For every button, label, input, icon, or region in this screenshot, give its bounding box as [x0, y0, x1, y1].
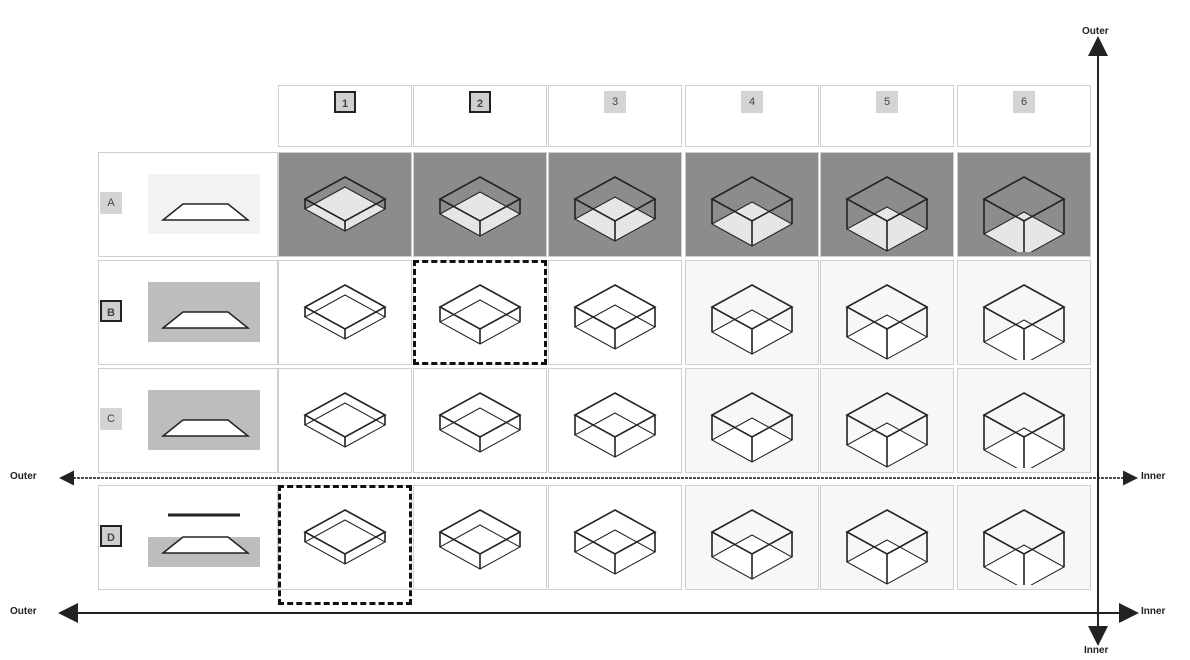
section-sketch	[148, 390, 260, 450]
enclosure-drawing	[832, 157, 942, 252]
row-label: B	[100, 300, 122, 322]
section-sketch	[148, 174, 260, 234]
enclosure-drawing	[425, 490, 535, 585]
enclosure-drawing	[697, 490, 807, 585]
enclosure-drawing	[425, 373, 535, 468]
axis-label-outer-left: Outer	[10, 606, 37, 617]
column-label: 5	[876, 91, 898, 113]
axis-label-inner-bottom: Inner	[1084, 645, 1108, 656]
enclosure-drawing	[560, 373, 670, 468]
enclosure-drawing	[560, 490, 670, 585]
column-label: 3	[604, 91, 626, 113]
row-label: A	[100, 192, 122, 214]
enclosure-drawing	[560, 157, 670, 252]
section-sketch	[148, 507, 260, 567]
column-label: 2	[469, 91, 491, 113]
column-label: 4	[741, 91, 763, 113]
enclosure-drawing	[697, 373, 807, 468]
dotted-axis-label-outer-left: Outer	[10, 471, 37, 482]
enclosure-drawing	[560, 265, 670, 360]
section-sketch	[148, 282, 260, 342]
axis-label-outer-top: Outer	[1082, 26, 1109, 37]
enclosure-drawing	[697, 157, 807, 252]
dotted-axis-label-inner-right: Inner	[1141, 471, 1165, 482]
enclosure-drawing	[425, 157, 535, 252]
column-label: 6	[1013, 91, 1035, 113]
row-label: D	[100, 525, 122, 547]
enclosure-drawing	[832, 490, 942, 585]
dashed-highlight-box	[413, 260, 547, 365]
enclosure-drawing	[832, 373, 942, 468]
dashed-highlight-box	[278, 485, 412, 605]
enclosure-drawing	[832, 265, 942, 360]
enclosure-drawing	[969, 373, 1079, 468]
enclosure-drawing	[290, 265, 400, 360]
enclosure-drawing	[969, 490, 1079, 585]
enclosure-drawing	[697, 265, 807, 360]
enclosure-drawing	[969, 265, 1079, 360]
enclosure-drawing	[969, 157, 1079, 252]
row-label: C	[100, 408, 122, 430]
enclosure-drawing	[290, 373, 400, 468]
axis-label-inner-right: Inner	[1141, 606, 1165, 617]
enclosure-drawing	[290, 157, 400, 252]
column-label: 1	[334, 91, 356, 113]
